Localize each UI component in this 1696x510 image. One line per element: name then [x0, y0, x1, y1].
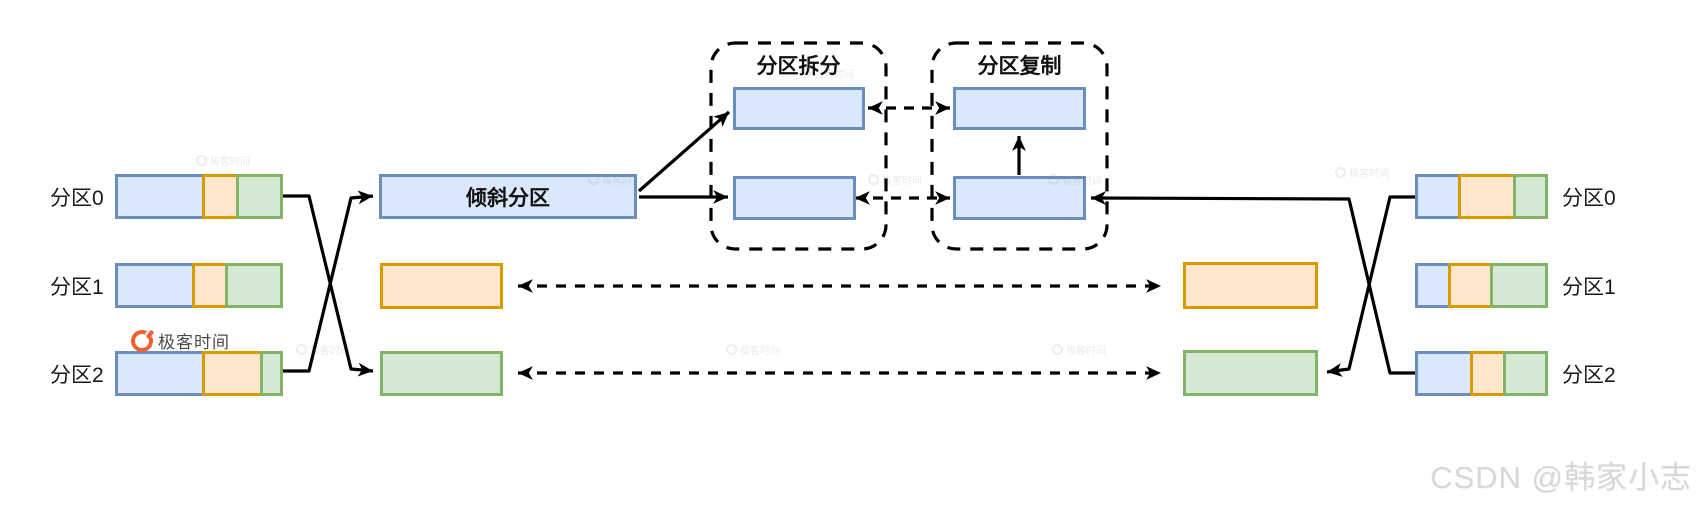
- left-green-partition-box: [380, 351, 503, 396]
- partition-segment-blue: [1415, 263, 1451, 308]
- geektime-logo: 极客时间: [131, 328, 230, 353]
- geektime-watermark: 极客时间: [868, 172, 922, 187]
- geektime-watermark: 极客时间: [726, 342, 780, 357]
- split-top-box: [733, 87, 865, 130]
- geektime-watermark-icon: [196, 155, 207, 166]
- geektime-watermark-icon: [1048, 174, 1059, 185]
- right-partition1-bar: [1415, 263, 1548, 308]
- partition-segment-orange: [1458, 174, 1516, 219]
- arrow-right-p0-to-green: [1326, 195, 1415, 377]
- right-partition2-label: 分区2: [1562, 363, 1616, 387]
- partition-segment-green: [1513, 174, 1548, 219]
- right-green-partition-box: [1183, 350, 1318, 396]
- geektime-watermark: 极客时间: [588, 172, 642, 187]
- skewed-partition-label: 倾斜分区: [466, 186, 550, 210]
- partition-segment-orange: [202, 174, 239, 219]
- partition-segment-orange: [192, 263, 228, 308]
- geektime-watermark: 极客时间: [1335, 165, 1389, 180]
- replicate-bottom-box: [953, 176, 1086, 220]
- geektime-watermark: 极客时间: [196, 153, 250, 168]
- geektime-watermark: 极客时间: [800, 66, 854, 81]
- left-partition1-label: 分区1: [50, 275, 104, 299]
- geektime-watermark-icon: [588, 174, 599, 185]
- geektime-watermark: 极客时间: [1052, 342, 1106, 357]
- left-partition1-bar: [115, 263, 283, 308]
- partition-segment-orange: [1448, 263, 1493, 308]
- csdn-watermark: CSDN @韩家小志: [1430, 460, 1692, 495]
- partition-segment-blue: [115, 351, 205, 396]
- partition-segment-green: [260, 351, 283, 396]
- partition-segment-orange: [202, 351, 263, 396]
- left-partition2-label: 分区2: [50, 363, 104, 387]
- partition-segment-green: [236, 174, 283, 219]
- geektime-watermark: 极客时间: [1048, 172, 1102, 187]
- right-partition2-bar: [1415, 351, 1548, 396]
- partition-segment-green: [1503, 351, 1548, 396]
- left-partition0-label: 分区0: [50, 186, 104, 210]
- split-group-label: 分区拆分: [756, 55, 841, 78]
- geektime-watermark-icon: [1335, 167, 1346, 178]
- left-orange-partition-box: [380, 263, 503, 309]
- split-bottom-box: [733, 176, 856, 220]
- geektime-watermark-icon: [296, 344, 307, 355]
- geektime-logo-text: 极客时间: [158, 333, 230, 352]
- partition-segment-blue: [115, 174, 205, 219]
- partition-segment-blue: [115, 263, 195, 308]
- right-partition0-label: 分区0: [1562, 186, 1616, 210]
- replicate-top-box: [953, 87, 1086, 130]
- right-orange-partition-box: [1183, 262, 1318, 309]
- right-partition1-label: 分区1: [1562, 275, 1616, 299]
- geektime-watermark-icon: [1052, 344, 1063, 355]
- arrow-skewed-to-split-top: [637, 110, 731, 193]
- partition-segment-orange: [1470, 351, 1506, 396]
- partition-segment-green: [225, 263, 283, 308]
- left-partition0-bar: [115, 174, 283, 219]
- partition-segment-blue: [1415, 351, 1473, 396]
- replicate-group-label: 分区复制: [977, 55, 1062, 78]
- partition-segment-green: [1490, 263, 1548, 308]
- geektime-logo-icon: [131, 329, 153, 352]
- geektime-watermark-icon: [726, 344, 737, 355]
- geektime-watermark-icon: [800, 68, 811, 79]
- right-partition0-bar: [1415, 174, 1548, 219]
- geektime-watermark-icon: [868, 174, 879, 185]
- geektime-watermark: 极客时间: [296, 342, 350, 357]
- partition-segment-blue: [1415, 174, 1461, 219]
- left-partition2-bar: [115, 351, 283, 396]
